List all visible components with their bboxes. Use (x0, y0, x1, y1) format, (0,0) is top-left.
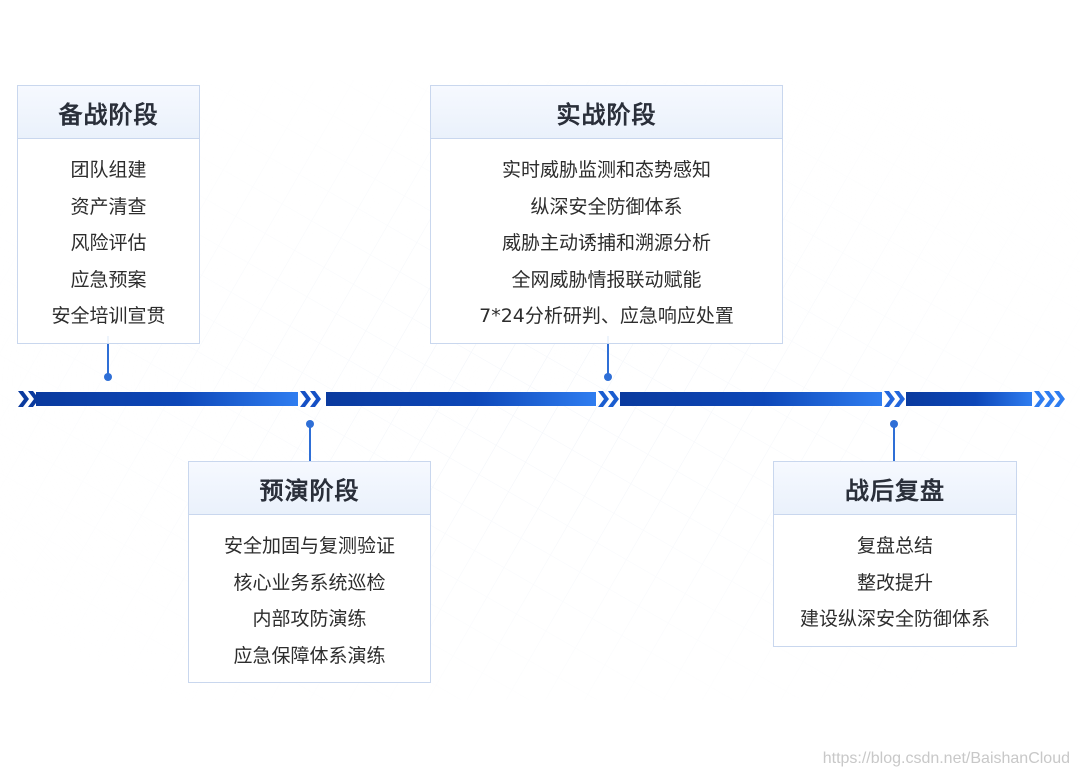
connector-stage-2 (309, 424, 311, 462)
stage-title: 实战阶段 (431, 86, 782, 139)
stage-item: 核心业务系统巡检 (233, 571, 386, 594)
stage-title: 预演阶段 (189, 462, 430, 515)
connector-stage-3 (607, 336, 609, 376)
stage-item: 团队组建 (70, 159, 147, 181)
chevron-mid-2-icon (598, 391, 619, 407)
stage-item: 复盘总结 (856, 535, 933, 557)
timeline-bar (18, 391, 1065, 407)
connector-stage-1 (107, 336, 109, 376)
stage-item: 风险评估 (70, 232, 147, 254)
stage-item: 纵深安全防御体系 (530, 195, 683, 218)
timeline-segment-4 (906, 392, 1032, 406)
connector-dot-stage-1 (104, 373, 112, 381)
stage-card-rehearsal: 预演阶段 安全加固与复测验证 核心业务系统巡检 内部攻防演练 应急保障体系演练 (188, 461, 431, 683)
stage-item: 7*24分析研判、应急响应处置 (479, 305, 734, 327)
stage-item: 应急预案 (70, 268, 147, 291)
stage-item-list: 安全加固与复测验证 核心业务系统巡检 内部攻防演练 应急保障体系演练 (189, 515, 430, 682)
timeline-segment-1 (36, 392, 298, 406)
stage-item: 安全加固与复测验证 (223, 535, 395, 557)
connector-dot-stage-2 (306, 420, 314, 428)
stage-item: 应急保障体系演练 (233, 644, 386, 667)
stage-item: 威胁主动诱捕和溯源分析 (501, 232, 711, 254)
watermark-url: https://blog.csdn.net/BaishanCloud (822, 750, 1070, 767)
chevron-mid-1-icon (300, 391, 321, 407)
timeline-segment-3 (620, 392, 882, 406)
chevron-start-icon (18, 391, 39, 407)
stage-item: 实时威胁监测和态势感知 (501, 159, 711, 181)
stage-title: 战后复盘 (774, 462, 1016, 515)
stage-item-list: 实时威胁监测和态势感知 纵深安全防御体系 威胁主动诱捕和溯源分析 全网威胁情报联… (431, 139, 782, 343)
stage-item: 整改提升 (856, 571, 933, 594)
stage-item-list: 团队组建 资产清查 风险评估 应急预案 安全培训宣贯 (18, 139, 199, 343)
chevron-mid-3-icon (884, 391, 905, 407)
stage-item: 资产清查 (70, 195, 147, 218)
timeline-segment-2 (326, 392, 596, 406)
stage-item: 全网威胁情报联动赋能 (511, 268, 702, 291)
stage-item-list: 复盘总结 整改提升 建设纵深安全防御体系 (774, 515, 1016, 646)
stage-card-review: 战后复盘 复盘总结 整改提升 建设纵深安全防御体系 (773, 461, 1017, 647)
connector-dot-stage-4 (890, 420, 898, 428)
stage-item: 内部攻防演练 (252, 608, 367, 630)
connector-dot-stage-3 (604, 373, 612, 381)
stage-item: 安全培训宣贯 (51, 305, 166, 327)
connector-stage-4 (893, 424, 895, 462)
stage-title: 备战阶段 (18, 86, 199, 139)
stage-card-preparation: 备战阶段 团队组建 资产清查 风险评估 应急预案 安全培训宣贯 (17, 85, 200, 344)
chevron-end-icon (1034, 391, 1065, 407)
stage-card-combat: 实战阶段 实时威胁监测和态势感知 纵深安全防御体系 威胁主动诱捕和溯源分析 全网… (430, 85, 783, 344)
stage-item: 建设纵深安全防御体系 (799, 608, 990, 630)
